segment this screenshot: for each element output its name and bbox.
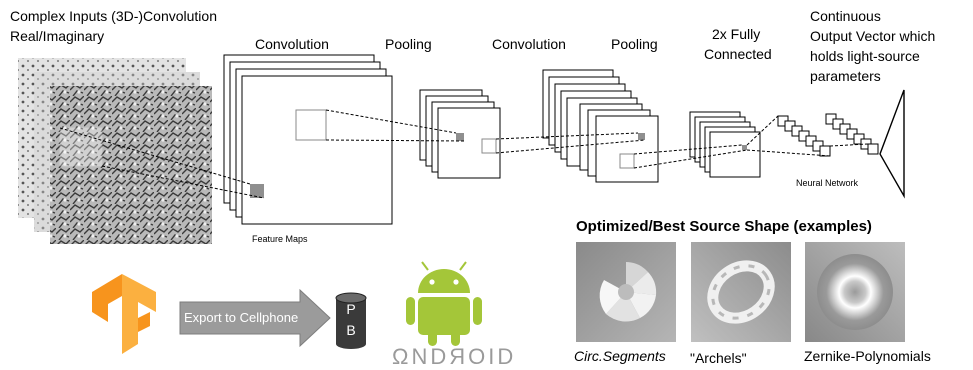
caption-zernike: Zernike-Polynomials [804,348,931,364]
input-images-stack [18,58,212,244]
output-label-line2: Output Vector which [810,28,936,44]
convolution-label-1: Convolution [255,36,329,52]
export-arrow-label: Export to Cellphone [184,310,299,325]
fc-maps [689,111,761,178]
neural-network-layer-2 [825,113,879,155]
output-label-line1: Continuous [810,8,881,24]
conv1-unit-square [250,184,264,198]
database-cylinder-icon [335,292,367,349]
output-label-line4: parameters [810,68,881,84]
example-archels [691,242,791,342]
pool1-maps [419,89,501,179]
neural-network-label: Neural Network [796,178,859,188]
pooling-label-2: Pooling [611,36,658,52]
pooling-label-1: Pooling [385,36,432,52]
fc-label-line2: Connected [704,46,772,62]
conv1-receptive-window [295,109,327,141]
output-vector-wedge [879,89,905,199]
tensorflow-logo-icon [92,274,156,354]
output-label-line3: holds light-source [810,48,920,64]
example-circ-segments [576,242,676,342]
caption-circ-segments: Circ.Segments [574,348,666,364]
pb-label-top: P [346,301,356,317]
pool2-maps [579,103,659,183]
conv1-feature-maps [223,54,393,225]
inputs-label-line1: Complex Inputs (3D-)Convolution [10,8,217,24]
connection-lines [59,109,748,199]
android-robot-icon [406,261,482,346]
feature-maps-label: Feature Maps [252,234,308,244]
convolution-label-2: Convolution [492,36,566,52]
neural-network-layer-1 [777,115,831,157]
export-arrow [179,288,331,348]
pb-label-bottom: B [346,322,356,338]
caption-archels: "Archels" [690,350,747,366]
examples-title: Optimized/Best Source Shape (examples) [576,218,872,235]
inputs-label-line2: Real/Imaginary [10,28,105,44]
fc-label-line1: 2x Fully [712,26,761,42]
example-zernike [805,242,905,342]
android-wordmark: ΩNDЯOID [392,344,517,369]
